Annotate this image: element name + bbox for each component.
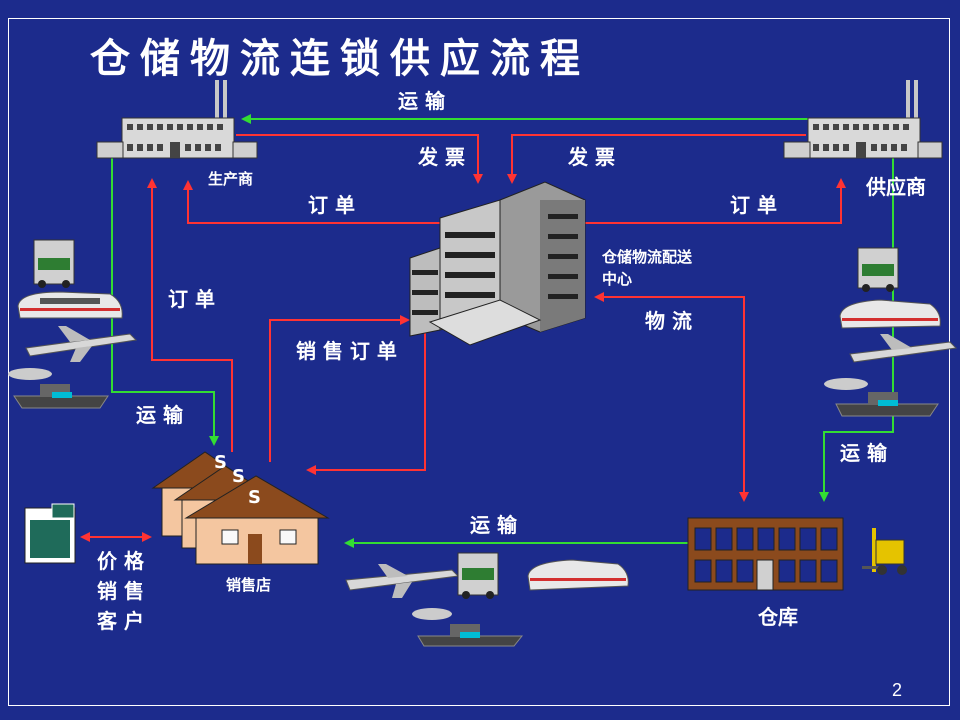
ship-icon: [412, 608, 524, 647]
dc-label-line1: 仓储物流配送: [601, 248, 693, 266]
store-sign: S: [232, 466, 245, 487]
edge-label-logistics: 物 流: [645, 309, 692, 333]
ship-icon: [824, 378, 939, 417]
page-title: 仓储物流连锁供应流程: [90, 36, 590, 82]
customer-icon: [24, 503, 76, 564]
customer-label-line1: 价 格: [97, 549, 145, 573]
dc-label-line2: 中心: [602, 270, 632, 288]
store-sign: S: [248, 487, 261, 508]
train-icon: [839, 299, 941, 329]
store-sign: S: [214, 452, 227, 473]
truck-icon: [857, 247, 899, 292]
edge-label-transport: 运 输: [470, 513, 518, 537]
factory-icon: [783, 80, 943, 159]
logistics-arrow: [594, 292, 745, 410]
manufacturer-label: 生产商: [208, 170, 253, 188]
sales-order-arrow: [269, 315, 410, 462]
truck-icon: [457, 552, 499, 599]
distribution-center-icon: [409, 181, 586, 346]
airplane-icon: [345, 564, 460, 598]
invoice-left-arrow: [236, 134, 483, 184]
edge-label-invoice: 发 票: [567, 145, 615, 169]
edge-label-order: 订 单: [308, 193, 355, 217]
train-icon: [527, 559, 629, 591]
airplane-icon: [25, 326, 138, 362]
truck-icon: [33, 239, 75, 288]
edge-label-sales-order: 销 售 订 单: [296, 339, 397, 363]
page-number: 2: [892, 680, 902, 700]
transport-left-arrow: [111, 158, 219, 446]
edge-label-invoice: 发 票: [417, 145, 465, 169]
ship-icon: [8, 368, 109, 409]
store-icon: S S S: [151, 451, 330, 565]
transport-right-arrow: [819, 158, 894, 502]
order-left-arrow: [183, 180, 480, 224]
edge-label-transport: 运 输: [136, 403, 184, 427]
factory-icon: [96, 80, 258, 159]
store-label: 销售店: [226, 576, 271, 594]
order-side-arrow: [147, 178, 233, 452]
slide-frame: [8, 18, 950, 706]
edge-label-transport: 运 输: [840, 441, 888, 465]
customer-label-line2: 销 售: [97, 579, 144, 603]
airplane-icon: [849, 334, 958, 363]
order-right-arrow: [582, 178, 846, 224]
customer-label-line3: 客 户: [96, 609, 144, 633]
forklift-icon: [862, 528, 907, 575]
dc-to-store-arrow: [306, 305, 426, 475]
invoice-right-arrow: [507, 134, 806, 184]
warehouse-label: 仓库: [757, 605, 798, 629]
edge-label-order: 订 单: [730, 193, 777, 217]
supplier-label: 供应商: [865, 175, 926, 199]
warehouse-icon: [687, 517, 844, 591]
edge-label-order: 订 单: [168, 287, 215, 311]
train-icon: [17, 291, 123, 319]
edge-label-transport: 运 输: [398, 89, 446, 113]
